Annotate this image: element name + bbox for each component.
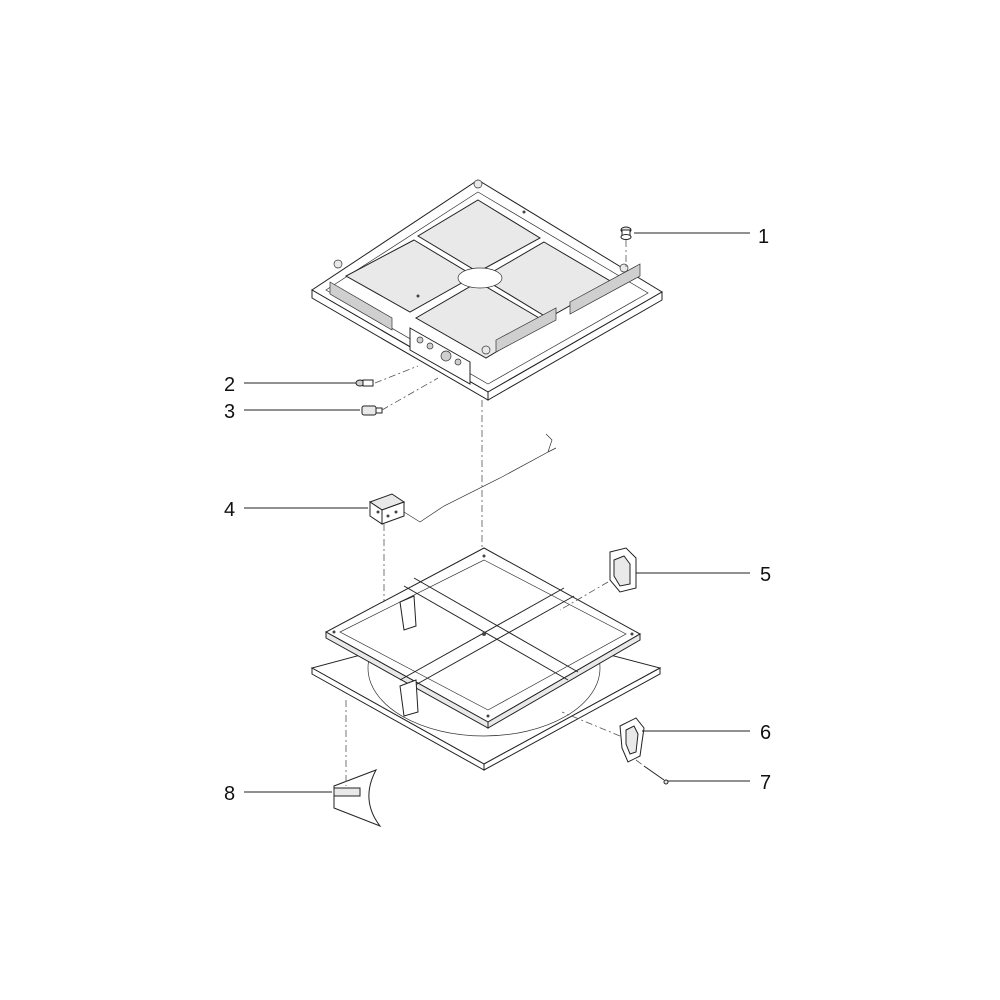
callout-4: 4: [224, 499, 235, 521]
part-4-terminal-block: [244, 433, 557, 650]
callout-8: 8: [224, 783, 235, 805]
callout-6: 6: [760, 722, 771, 744]
part-1-cap: [620, 226, 750, 268]
callout-labels: 1 2 3 4 5 6 7 8: [224, 226, 771, 805]
part-7-pin: [635, 759, 750, 785]
part-2-screw: [244, 365, 419, 387]
part-8-clip: [244, 700, 382, 828]
callout-3: 3: [224, 401, 235, 423]
callout-7: 7: [760, 772, 771, 794]
part-3-plug: [244, 377, 439, 416]
base-frame-assembly: [310, 547, 662, 771]
callout-2: 2: [224, 374, 235, 396]
part-6-hinge-bracket: [561, 711, 750, 763]
top-enclosure: [311, 179, 663, 401]
callout-1: 1: [758, 226, 769, 248]
callout-5: 5: [760, 564, 771, 586]
part-5-bracket: [559, 547, 750, 611]
